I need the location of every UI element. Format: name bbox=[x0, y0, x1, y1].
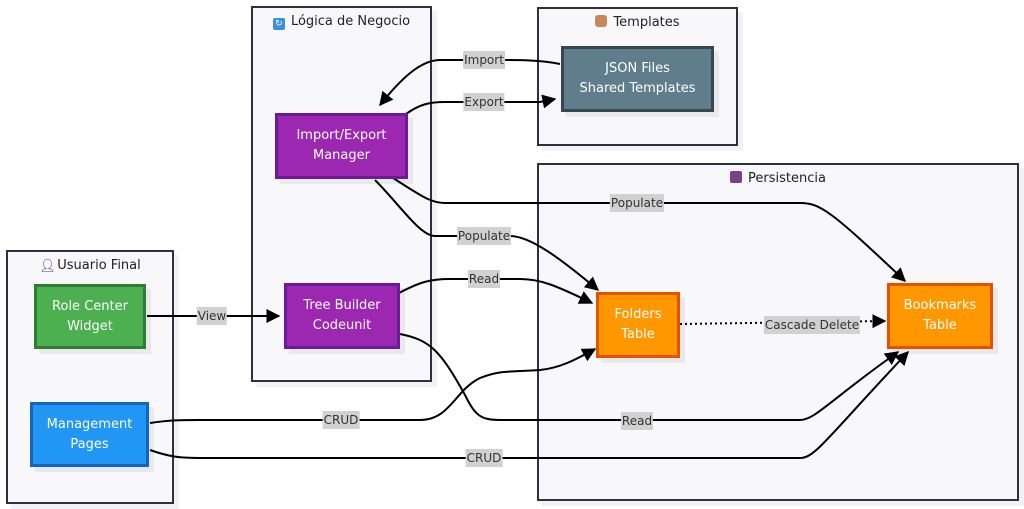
edge-crud-bookmarks bbox=[149, 350, 909, 459]
edge-read-folders bbox=[398, 278, 594, 304]
edge-label-import: Import bbox=[463, 51, 505, 69]
node-label: Import/Export bbox=[296, 128, 387, 143]
node-label: Folders bbox=[614, 307, 662, 322]
node-label: Widget bbox=[67, 318, 113, 334]
edge-label-cascade-delete: Cascade Delete bbox=[763, 316, 861, 334]
node-label: Management bbox=[46, 416, 133, 432]
floppy-disk-icon bbox=[730, 171, 743, 183]
edge-label-export: Export bbox=[463, 93, 505, 111]
node-label: Manager bbox=[313, 148, 370, 163]
node-label: Tree Builder bbox=[303, 298, 381, 313]
edge-export bbox=[405, 94, 557, 115]
refresh-icon: ↻ bbox=[272, 18, 285, 30]
node-label: Shared Templates bbox=[579, 81, 696, 96]
node-label: Pages bbox=[70, 436, 109, 452]
edge-import bbox=[379, 59, 561, 107]
cluster-title: Templates bbox=[613, 15, 680, 30]
edge-label-read-bookmarks: Read bbox=[620, 412, 654, 430]
edge-crud-folders bbox=[149, 348, 597, 424]
edge-label-crud-bookmarks: CRUD bbox=[465, 449, 503, 467]
cluster-title: Lógica de Negocio bbox=[290, 14, 411, 29]
node-label: Role Center bbox=[52, 298, 128, 314]
node-label: Codeunit bbox=[312, 318, 372, 333]
edge-populate-bookmarks bbox=[392, 177, 907, 282]
package-icon bbox=[595, 15, 608, 27]
edge-label-populate-folders: Populate bbox=[456, 227, 512, 245]
edge-label-view: View bbox=[196, 307, 228, 325]
edge-label-populate-bookmarks: Populate bbox=[609, 194, 665, 212]
edge-label-crud-folders: CRUD bbox=[322, 411, 360, 429]
cluster-title: Usuario Final bbox=[57, 258, 141, 273]
edge-read-bookmarks bbox=[399, 333, 900, 421]
node-label: Table bbox=[621, 327, 655, 342]
node-label: JSON Files bbox=[605, 61, 670, 76]
node-label: Table bbox=[923, 318, 957, 333]
edge-label-read-folders: Read bbox=[467, 270, 501, 288]
cluster-title: Persistencia bbox=[748, 171, 826, 186]
node-label: Bookmarks bbox=[903, 298, 977, 313]
